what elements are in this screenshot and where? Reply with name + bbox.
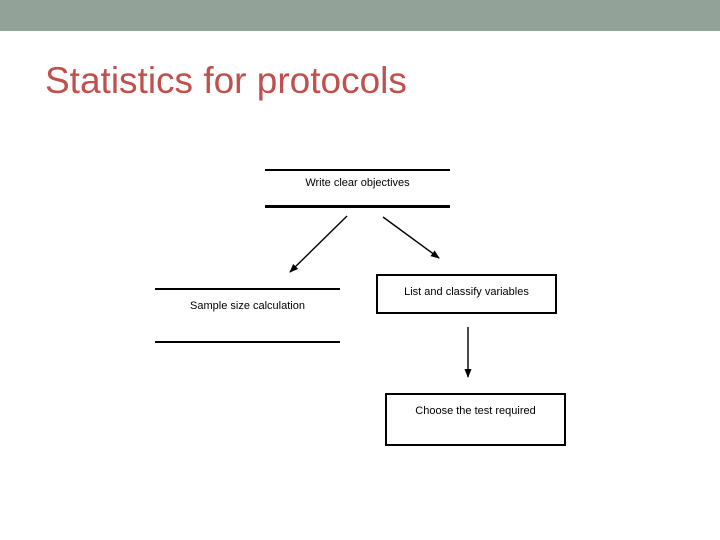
node-write-objectives-top-rule (265, 169, 450, 171)
edge-objectives-to-list-variables-arrow (382, 216, 440, 259)
slide-title: Statistics for protocols (45, 60, 407, 101)
slide-accent-band (0, 0, 720, 31)
node-list-variables-box: List and classify variables (376, 274, 557, 314)
node-sample-size: Sample size calculation (190, 300, 305, 312)
node-choose-test: Choose the test required (415, 405, 536, 417)
node-choose-test-box: Choose the test required (385, 393, 566, 446)
node-list-variables: List and classify variables (404, 285, 529, 298)
edge-objectives-to-sample-size-arrow (289, 215, 348, 273)
node-write-objectives-bottom-rule (265, 205, 450, 208)
node-write-objectives: Write clear objectives (305, 177, 410, 189)
node-sample-size-bottom-rule (155, 341, 340, 343)
node-sample-size-top-rule (155, 288, 340, 290)
